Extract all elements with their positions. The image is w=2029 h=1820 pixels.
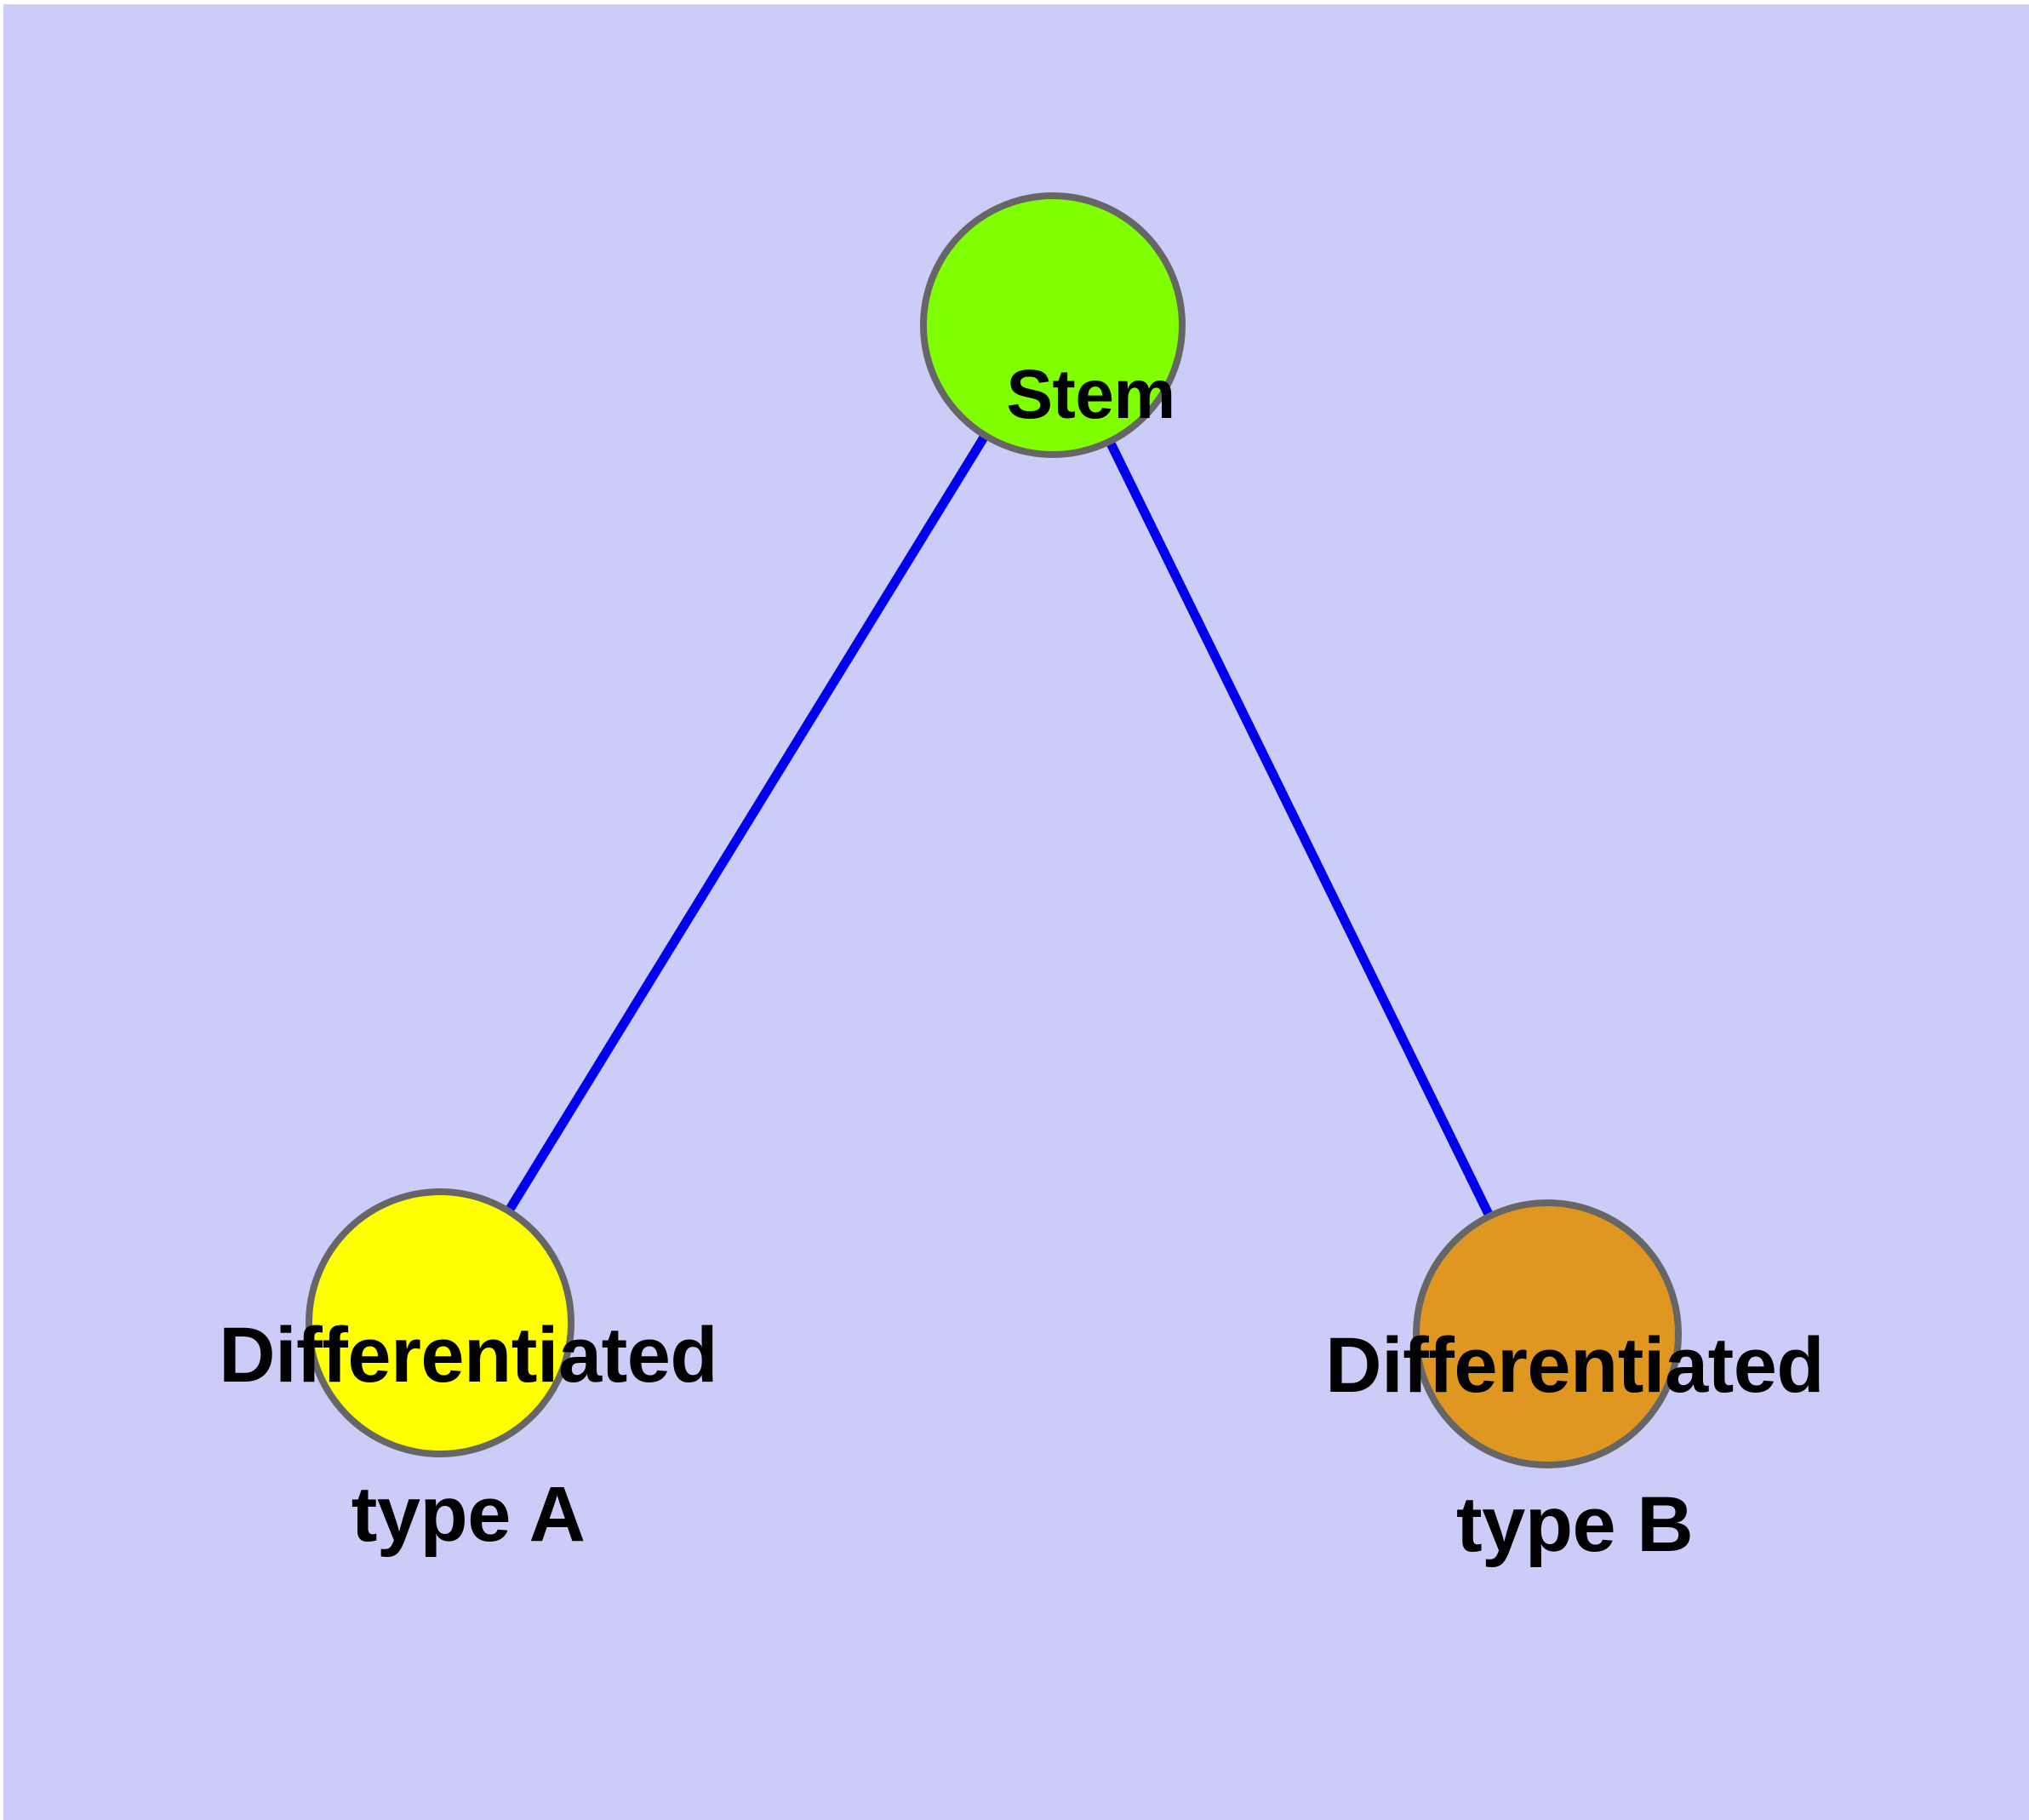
- node-differentiated-type-a[interactable]: [306, 1188, 574, 1457]
- node-layer: [306, 192, 1682, 1468]
- edge-stem-to-differentiated-type-b[interactable]: [1049, 323, 1552, 1336]
- edge-stem-to-differentiated-type-a[interactable]: [436, 323, 1057, 1325]
- node-stem[interactable]: [920, 192, 1186, 458]
- edge-layer: [436, 323, 1552, 1336]
- node-differentiated-type-b[interactable]: [1413, 1199, 1682, 1468]
